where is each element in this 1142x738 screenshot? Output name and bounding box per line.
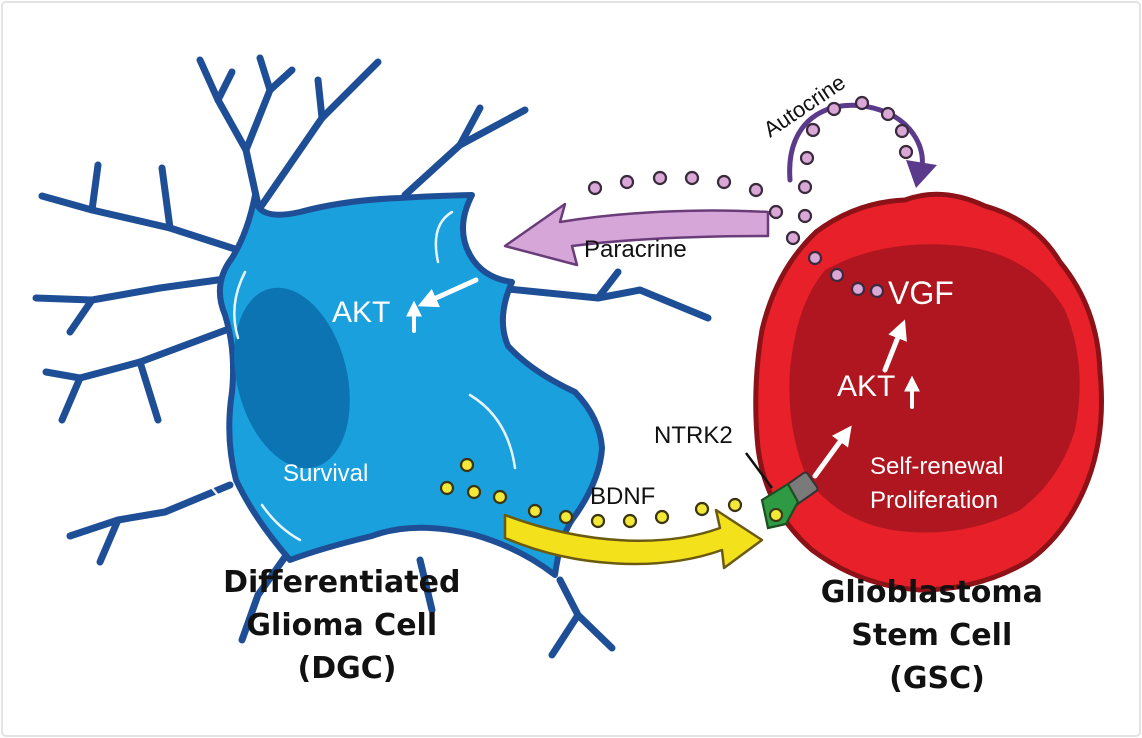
bound-bdnf <box>769 508 783 522</box>
bdnf-vesicle <box>654 509 670 525</box>
paracrine-label: Paracrine <box>584 236 687 263</box>
proliferation-label: Proliferation <box>870 487 998 514</box>
vgf-vesicle <box>898 144 914 160</box>
vgf-vesicle <box>716 174 732 190</box>
vgf-vesicle <box>854 95 870 111</box>
autocrine-loop <box>787 102 937 188</box>
ntrk2-label: NTRK2 <box>654 422 733 449</box>
autocrine-arrowhead <box>906 160 937 188</box>
dgc-cell <box>32 54 712 659</box>
bdnf-label: BDNF <box>590 483 655 510</box>
vgf-vesicle <box>880 106 896 122</box>
dgc-title-line-3: (DGC) <box>298 651 397 686</box>
vgf-vesicle <box>807 250 823 266</box>
bdnf-vesicle <box>466 484 482 500</box>
paracrine-arrow <box>503 202 770 267</box>
bdnf-vesicles <box>439 457 743 529</box>
bdnf-vesicle <box>527 503 543 519</box>
gsc-title-line-3: (GSC) <box>889 661 985 696</box>
dgc-dendrites <box>32 54 712 659</box>
vgf-vesicle <box>748 182 764 198</box>
bdnf-vesicle <box>459 457 475 473</box>
vgf-vesicle <box>785 230 801 246</box>
dgc-title: Differentiated Glioma Cell (DGC) <box>223 565 471 686</box>
gsc-title-line-2: Stem Cell <box>851 618 1012 653</box>
vgf-vesicle <box>829 267 845 283</box>
bdnf-vesicle <box>590 513 606 529</box>
bdnf-vesicle <box>492 489 508 505</box>
vgf-vesicle <box>684 170 700 186</box>
bdnf-vesicle <box>694 501 710 517</box>
vgf-vesicle <box>826 101 842 117</box>
ntrk2-akt-arrow <box>812 425 852 479</box>
gsc-nucleus <box>789 244 1080 533</box>
vgf-vesicle <box>805 122 821 138</box>
vgf-vesicle <box>768 204 784 220</box>
dgc-title-line-1: Differentiated <box>223 565 460 600</box>
survival-label: Survival <box>283 460 368 487</box>
vgf-vesicle <box>797 208 813 224</box>
ntrk2-receptor <box>744 452 819 530</box>
bdnf-vesicle <box>558 509 574 525</box>
ntrk2-pointer <box>744 452 774 489</box>
vgf-vesicle <box>894 123 910 139</box>
gsc-title-line-1: Glioblastoma <box>821 575 1043 610</box>
autocrine-arrow <box>787 102 925 183</box>
vgf-label: VGF <box>888 275 954 311</box>
bdnf-vesicle <box>727 497 743 513</box>
vgf-vesicle <box>799 150 815 166</box>
akt-dgc-label: AKT <box>332 296 390 329</box>
dgc-akt-arrow <box>417 277 479 308</box>
vgf-vesicle <box>869 283 885 299</box>
vgf-vesicle <box>619 174 635 190</box>
gsc-akt-arrow <box>882 319 907 373</box>
dgc-highlights <box>210 210 517 542</box>
bdnf-vesicle <box>439 480 455 496</box>
bdnf-arrow <box>503 508 764 570</box>
akt-gsc-label: AKT <box>837 370 895 403</box>
vgf-vesicle <box>850 281 866 297</box>
vgf-vesicle <box>587 180 603 196</box>
vgf-vesicle <box>652 170 668 186</box>
dgc-nucleus <box>234 287 350 469</box>
vgf-vesicles <box>587 95 914 299</box>
self-renewal-label: Self-renewal <box>870 453 1003 480</box>
dgc-title-line-2: Glioma Cell <box>246 608 437 643</box>
gsc-title: Glioblastoma Stem Cell (GSC) <box>821 575 1054 696</box>
vgf-vesicle <box>797 179 813 195</box>
bdnf-vesicle <box>622 513 638 529</box>
gsc-cell <box>753 191 1104 593</box>
